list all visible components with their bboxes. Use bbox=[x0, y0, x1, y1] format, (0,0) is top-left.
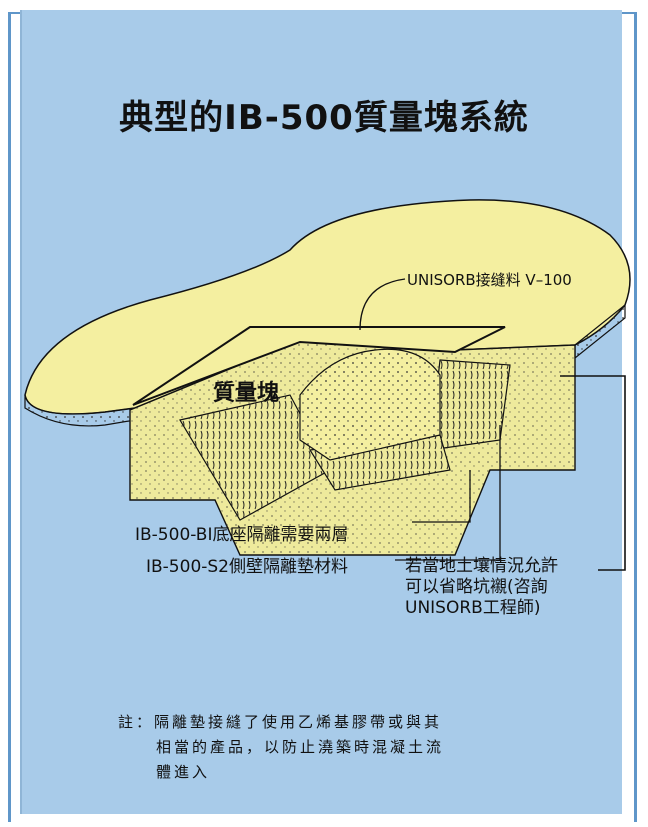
page-title: 典型的IB-500質量塊系統 bbox=[119, 98, 529, 138]
base-isolation-label: IB-500-BI底座隔離需要兩層 bbox=[135, 525, 349, 545]
right-border-rule bbox=[634, 12, 637, 822]
leader-omit bbox=[560, 375, 626, 571]
omit-line-3: UNISORB工程師) bbox=[405, 598, 541, 618]
omit-lining-label: 若當地土壤情況允許 可以省略坑襯(咨詢 UNISORB工程師) bbox=[405, 556, 558, 619]
leader-side bbox=[395, 425, 501, 561]
footnote-line-1: 註：隔離墊接縫了使用乙烯基膠帶或與其 bbox=[118, 713, 443, 731]
side-isolation-label: IB-500-S2側壁隔離墊材料 bbox=[146, 557, 348, 577]
omit-line-2: 可以省略坑襯(咨詢 bbox=[405, 577, 548, 597]
leader-base bbox=[412, 470, 471, 523]
mass-block-plate bbox=[132, 326, 506, 406]
left-border-rule bbox=[8, 12, 11, 822]
leader-unisorb bbox=[359, 278, 406, 331]
mass-block-label: 質量塊 bbox=[213, 381, 280, 406]
footnote-line-3: 體進入 bbox=[156, 763, 211, 781]
omit-line-1: 若當地土壤情況允許 bbox=[405, 556, 558, 576]
footnote: 註：隔離墊接縫了使用乙烯基膠帶或與其 相當的產品，以防止澆築時混凝土流 體進入 bbox=[118, 710, 444, 785]
unisorb-joint-label: UNISORB接缝料 V–100 bbox=[407, 271, 572, 289]
footnote-line-2: 相當的產品，以防止澆築時混凝土流 bbox=[156, 738, 445, 756]
